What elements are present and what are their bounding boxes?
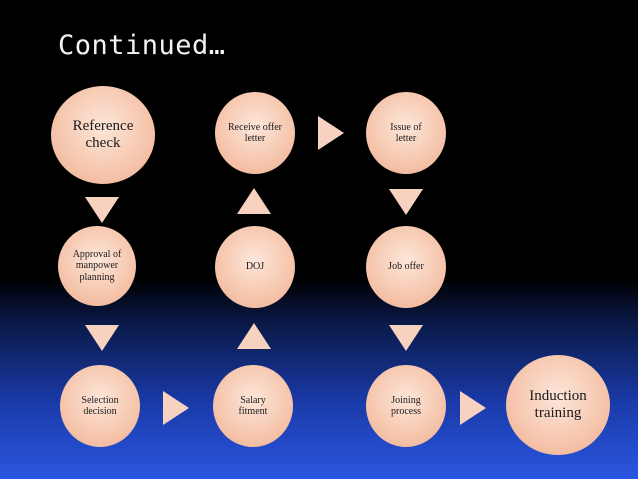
node-label: Joining process [391, 394, 421, 418]
arrow-down-icon [85, 325, 119, 351]
arrow-right-icon [460, 391, 486, 425]
node-doj: DOJ [215, 226, 295, 308]
node-label: Receive offer letter [228, 121, 282, 145]
node-job-offer: Job offer [366, 226, 446, 308]
node-label: Issue of letter [390, 121, 422, 145]
arrow-right-icon [163, 391, 189, 425]
node-selection-decision: Selection decision [60, 365, 140, 447]
arrow-down-icon [85, 197, 119, 223]
node-reference-check: Reference check [51, 86, 155, 184]
node-label: Approval of manpower planning [72, 248, 122, 283]
node-label: Job offer [388, 261, 424, 273]
arrow-right-icon [318, 116, 344, 150]
node-label: Selection decision [81, 394, 119, 418]
node-label: Reference check [72, 117, 134, 151]
node-joining-process: Joining process [366, 365, 446, 447]
node-approval-manpower-planning: Approval of manpower planning [58, 226, 136, 306]
node-label: DOJ [245, 261, 265, 273]
node-label: Salary fitment [238, 394, 268, 418]
node-receive-offer-letter: Receive offer letter [215, 92, 295, 174]
node-label: Induction training [529, 387, 587, 421]
arrow-down-icon [389, 189, 423, 215]
node-induction-training: Induction training [506, 355, 610, 455]
node-issue-of-letter: Issue of letter [366, 92, 446, 174]
arrow-down-icon [389, 325, 423, 351]
arrow-up-icon [237, 188, 271, 214]
slide-title: Continued… [58, 30, 226, 61]
arrow-up-icon [237, 323, 271, 349]
node-salary-fitment: Salary fitment [213, 365, 293, 447]
